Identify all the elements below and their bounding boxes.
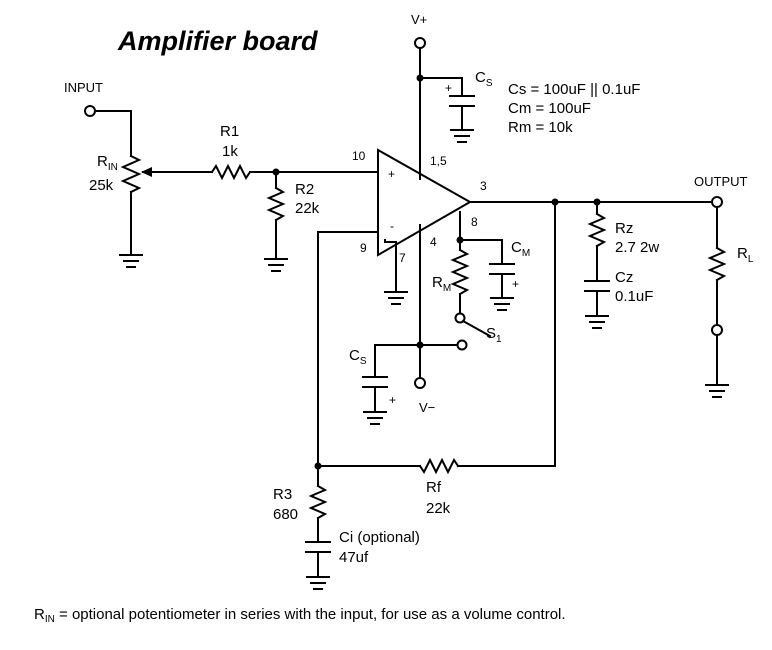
cs-bottom-ground-symbol [363,411,387,425]
rf-label: Rf [426,479,442,496]
cz-value: 0.1uF [615,288,653,305]
r1-label: R1 [220,123,239,140]
cs-top-label: CS [475,69,493,89]
note-cs: Cs = 100uF || 0.1uF [508,81,640,98]
vminus-terminal[interactable] [414,377,426,389]
cz-capacitor [584,280,610,292]
inv-input-wire [317,231,379,467]
output-label: OUTPUT [694,174,748,189]
cs-bottom-capacitor [362,376,388,388]
cs-top-ground-symbol [450,129,474,143]
pin-7-label: 7 [399,251,406,265]
rm-resistor [450,248,470,296]
vplus-terminal[interactable] [414,37,426,49]
rz-resistor [587,212,607,248]
r2-value: 22k [295,200,320,217]
r3-label: R3 [273,486,292,503]
cm-plus: + [512,277,519,291]
r1-resistor [210,163,252,181]
r3-resistor [308,484,328,520]
s1-switch[interactable] [454,312,492,351]
cs-top-plus: + [445,81,452,95]
rl-label: RL [737,245,754,265]
note-cm: Cm = 100uF [508,100,591,117]
rl-bottom-terminal[interactable] [711,324,723,336]
input-wire [94,110,132,157]
s1-label: S1 [486,325,502,345]
vplus-label: V+ [411,12,427,27]
cs-bottom-wire [374,344,421,376]
rz-label: Rz [615,220,633,237]
footnote: RIN = optional potentiometer in series w… [34,606,566,625]
rf-resistor [418,457,460,475]
cs-top-wire [419,77,463,95]
cz-label: Cz [615,269,633,286]
r2-resistor [266,186,286,222]
vminus-label: V− [419,400,435,415]
rin-label: RIN [97,153,118,173]
pin-10-label: 10 [352,149,366,163]
cs-bottom-label: CS [349,347,367,367]
input-terminal[interactable] [84,105,96,117]
cm-label: CM [511,239,530,259]
feedback-wire-right [457,201,556,467]
pin-9-label: 9 [360,241,367,255]
cs-top-capacitor [449,95,475,107]
rm-label: RM [432,274,451,294]
rl-ground-symbol [705,384,729,398]
cm-wire [459,239,503,263]
rf-value: 22k [426,500,451,517]
cm-capacitor [489,263,515,275]
cs-bottom-plus: + [389,393,396,407]
pin-7-ground-symbol [384,291,408,305]
r2-label: R2 [295,181,314,198]
output-terminal[interactable] [711,196,723,208]
cm-ground-symbol [490,297,514,311]
pin-15-label: 1,5 [430,154,447,168]
rin-potentiometer [120,154,142,194]
ci-label: Ci (optional) [339,529,420,546]
minus-sign: - [390,219,394,233]
cz-ground-symbol [585,315,609,329]
rin-ground-symbol [119,254,143,268]
schematic-title: Amplifier board [117,26,318,56]
plus-sign: + [388,167,395,181]
ci-value: 47uf [339,549,369,566]
rin-value: 25k [89,177,114,194]
rz-value: 2.7 2w [615,239,659,256]
ci-ground-symbol [306,576,330,590]
rl-resistor [707,246,727,282]
input-label: INPUT [64,80,103,95]
r1-value: 1k [222,143,238,160]
pin-8-label: 8 [471,215,478,229]
ci-capacitor [305,541,331,553]
r2-ground-symbol [264,258,288,272]
pin-4-label: 4 [430,235,437,249]
note-rm: Rm = 10k [508,119,573,136]
pin-3-label: 3 [480,179,487,193]
pin-7-wire [384,239,397,291]
r3-value: 680 [273,506,298,523]
rin-wiper-arrow [141,167,152,177]
op-amp-triangle [377,148,473,257]
